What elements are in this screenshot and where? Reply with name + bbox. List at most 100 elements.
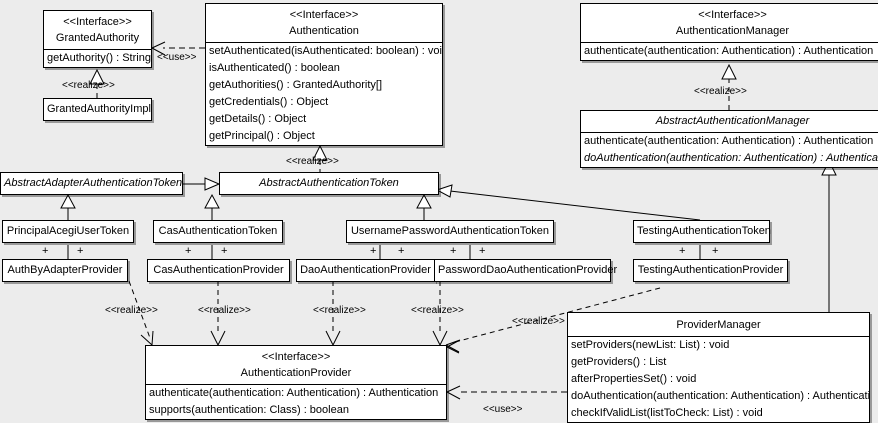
class-granted-authority[interactable]: <<Interface>> GrantedAuthority getAuthor…: [43, 10, 152, 68]
class-name: PasswordDaoAuthenticationProvider: [438, 264, 618, 276]
class-name: AbstractAuthenticationManager: [655, 115, 810, 127]
edge-label-realize-auth-by-adapter: <<realize>>: [105, 305, 158, 316]
edge-label-realize-abstract-auth-manager: <<realize>>: [694, 86, 747, 97]
assoc-plus-mark: +: [185, 245, 192, 257]
class-abstract-authentication-token[interactable]: AbstractAuthenticationToken: [219, 172, 439, 195]
class-header: TestingAuthenticationProvider: [634, 260, 787, 281]
class-granted-authority-impl[interactable]: GrantedAuthorityImpl: [43, 98, 152, 121]
edge-generalize-castoken: [204, 193, 220, 220]
class-testing-authentication-token[interactable]: TestingAuthenticationToken: [633, 220, 771, 243]
assoc-plus-mark: +: [221, 245, 228, 257]
class-provider-manager[interactable]: ProviderManager setProviders(newList: Li…: [567, 312, 870, 423]
class-name: AbstractAdapterAuthenticationToken: [4, 177, 183, 189]
class-header: PasswordDaoAuthenticationProvider: [435, 260, 618, 281]
class-stereotype: <<Interface>>: [698, 9, 767, 21]
edge-realize-arrowhead-cluster: [446, 340, 460, 354]
class-member: getDetails() : Object: [209, 113, 307, 125]
edge-generalize-usernamepasswordtoken: [416, 193, 432, 220]
class-member: authenticate(authentication: Authenticat…: [584, 135, 874, 147]
assoc-plus-mark: +: [712, 245, 719, 257]
assoc-plus-mark: +: [77, 245, 84, 257]
class-header: CasAuthenticationToken: [154, 221, 282, 242]
class-member: isAuthenticated() : boolean: [209, 62, 340, 74]
class-member: supports(authentication: Class) : boolea…: [149, 404, 349, 416]
edge-label-realize-granted-authority-impl: <<realize>>: [62, 80, 115, 91]
class-name: DaoAuthenticationProvider: [300, 264, 431, 276]
class-abstract-adapter-authentication-token[interactable]: AbstractAdapterAuthenticationToken: [0, 172, 183, 195]
class-name: PrincipalAcegiUserToken: [6, 225, 130, 237]
edge-generalize-adaptertoken-abstracttoken: [183, 177, 221, 191]
edge-generalize-testingtoken: [435, 184, 701, 221]
class-member: getProviders() : List: [571, 356, 667, 368]
class-name: CasAuthenticationProvider: [153, 264, 284, 276]
edge-label-realize-provider-manager: <<realize>>: [512, 316, 565, 327]
class-header: GrantedAuthorityImpl: [44, 99, 151, 120]
class-header: DaoAuthenticationProvider: [297, 260, 434, 281]
class-name: AbstractAuthenticationToken: [259, 177, 399, 189]
class-name: GrantedAuthority: [55, 32, 140, 44]
class-member: getAuthority() : String: [47, 52, 151, 64]
class-testing-authentication-provider[interactable]: TestingAuthenticationProvider: [633, 259, 788, 282]
class-header: AbstractAuthenticationManager: [581, 111, 878, 132]
assoc-plus-mark: +: [479, 245, 486, 257]
class-header: <<Interface>> Authentication: [206, 4, 442, 42]
class-principal-acegi-user-token[interactable]: PrincipalAcegiUserToken: [2, 220, 134, 243]
class-name: AuthByAdapterProvider: [7, 264, 123, 276]
edge-label-realize-password-dao-provider: <<realize>>: [411, 305, 464, 316]
class-header: ProviderManager: [568, 313, 869, 336]
class-name: ProviderManager: [676, 319, 761, 331]
edge-generalize-principalacegitoken: [60, 193, 76, 220]
class-member: authenticate(authentication: Authenticat…: [149, 387, 439, 399]
class-username-password-authentication-token[interactable]: UsernamePasswordAuthenticationToken: [346, 220, 554, 243]
class-stereotype: <<Interface>>: [289, 9, 359, 21]
class-authentication-provider[interactable]: <<Interface>> AuthenticationProvider aut…: [145, 345, 447, 420]
class-authentication-manager[interactable]: <<Interface>> AuthenticationManager auth…: [580, 3, 878, 61]
edge-generalize-providermanager-abstractauthenticationmanager: [821, 159, 837, 312]
class-name: UsernamePasswordAuthenticationToken: [350, 225, 550, 237]
class-auth-by-adapter-provider[interactable]: AuthByAdapterProvider: [2, 259, 128, 282]
class-separator: [146, 384, 446, 385]
class-name: TestingAuthenticationProvider: [637, 264, 784, 276]
class-member: afterPropertiesSet() : void: [571, 373, 697, 385]
edge-label-use-provider-manager: <<use>>: [483, 404, 523, 415]
class-separator: [581, 132, 878, 133]
class-header: AuthByAdapterProvider: [3, 260, 127, 281]
assoc-plus-mark: +: [450, 245, 457, 257]
assoc-plus-mark: +: [679, 245, 686, 257]
class-separator: [44, 49, 151, 50]
assoc-plus-mark: +: [398, 245, 405, 257]
class-abstract-authentication-manager[interactable]: AbstractAuthenticationManager authentica…: [580, 110, 878, 168]
class-stereotype: <<Interface>>: [63, 16, 132, 28]
class-name: AuthenticationManager: [675, 25, 790, 37]
class-header: <<Interface>> AuthenticationProvider: [146, 346, 446, 384]
class-header: UsernamePasswordAuthenticationToken: [347, 221, 553, 242]
class-member: setProviders(newList: List) : void: [571, 339, 730, 351]
class-separator: [568, 336, 869, 337]
class-password-dao-authentication-provider[interactable]: PasswordDaoAuthenticationProvider: [434, 259, 618, 282]
class-header: <<Interface>> GrantedAuthority: [44, 11, 151, 49]
class-dao-authentication-provider[interactable]: DaoAuthenticationProvider: [296, 259, 435, 282]
class-name: TestingAuthenticationToken: [637, 225, 771, 237]
class-header: <<Interface>> AuthenticationManager: [581, 4, 878, 42]
class-header: CasAuthenticationProvider: [148, 260, 289, 281]
class-member: setAuthenticated(isAuthenticated: boolea…: [209, 45, 442, 57]
class-member: doAuthentication(authentication: Authent…: [584, 152, 878, 164]
class-header: AbstractAdapterAuthenticationToken: [1, 173, 182, 194]
class-authentication[interactable]: <<Interface>> Authentication setAuthenti…: [205, 3, 443, 146]
class-member: getAuthorities() : GrantedAuthority[]: [209, 79, 383, 91]
class-separator: [581, 42, 878, 43]
class-separator: [206, 42, 442, 43]
class-cas-authentication-token[interactable]: CasAuthenticationToken: [153, 220, 283, 243]
assoc-plus-mark: +: [42, 245, 49, 257]
class-name: AuthenticationProvider: [240, 367, 352, 379]
class-cas-authentication-provider[interactable]: CasAuthenticationProvider: [147, 259, 290, 282]
edge-label-use-granted-authority: <<use>>: [157, 52, 197, 63]
class-stereotype: <<Interface>>: [261, 351, 331, 363]
class-member: doAuthentication(authentication: Authent…: [571, 390, 869, 402]
class-header: TestingAuthenticationToken: [634, 221, 771, 242]
class-member: getCredentials() : Object: [209, 96, 329, 108]
edge-label-realize-cas-provider: <<realize>>: [198, 305, 251, 316]
class-member: checkIfValidList(listToCheck: List) : vo…: [571, 407, 763, 419]
edge-use-providermanager-authenticationprovider: [446, 385, 567, 400]
